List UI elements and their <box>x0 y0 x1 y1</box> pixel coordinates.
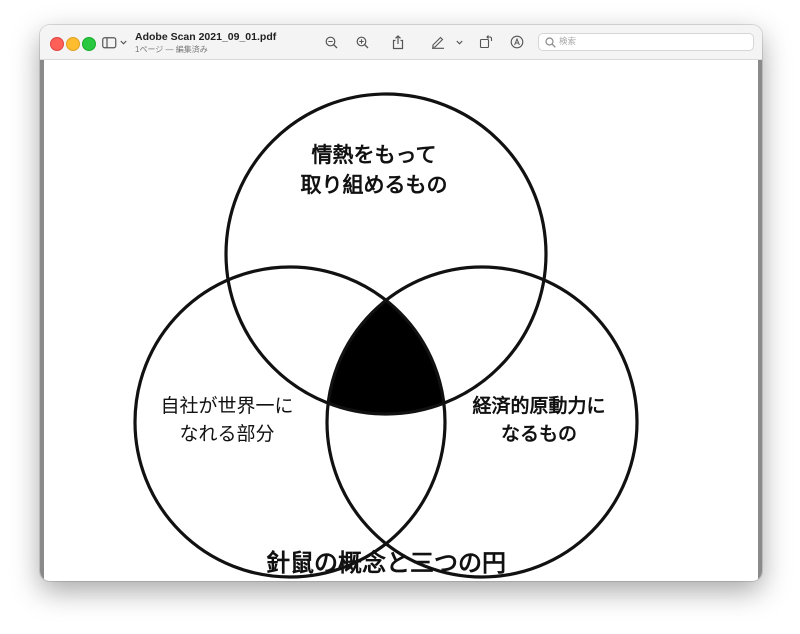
chevron-down-icon <box>455 40 463 45</box>
diagram-caption: 針鼠の概念と三つの円 <box>266 549 506 577</box>
left-circle <box>133 265 447 579</box>
maximize-window-button[interactable] <box>82 37 96 51</box>
right-circle-label-line1: 経済的原動力に <box>472 394 605 417</box>
top-circle-label-line1: 情熱をもって <box>312 143 437 167</box>
left-circle-label-line2: なれる部分 <box>179 423 274 445</box>
annotate-button[interactable] <box>509 34 525 50</box>
rotate-button[interactable] <box>478 34 494 50</box>
zoom-in-icon <box>356 36 368 48</box>
zoom-out-button[interactable] <box>323 34 339 50</box>
sidebar-toggle-button[interactable] <box>102 35 128 50</box>
preview-window: Adobe Scan 2021_09_01.pdf 1ページ — 編集済み <box>40 25 762 581</box>
zoom-out-icon <box>325 36 337 48</box>
pdf-page: 情熱をもって 取り組めるもの 自社が世界一に なれる部分 経済的原動力に なるも… <box>44 60 758 581</box>
search-input[interactable] <box>559 35 749 49</box>
share-button[interactable] <box>390 34 406 50</box>
right-circle <box>325 265 639 579</box>
search-field[interactable] <box>538 33 754 51</box>
top-circle-label-line2: 取り組めるもの <box>301 173 448 197</box>
document-viewport[interactable]: 情熱をもって 取り組めるもの 自社が世界一に なれる部分 経済的原動力に なるも… <box>40 60 762 581</box>
left-circle-label-line1: 自社が世界一に <box>160 395 293 417</box>
annotate-circle-icon <box>510 35 524 49</box>
markup-button[interactable] <box>430 34 446 50</box>
markup-pen-icon <box>432 36 444 49</box>
top-circle <box>224 92 548 416</box>
right-circle-label-line2: なるもの <box>501 423 577 445</box>
document-title-block: Adobe Scan 2021_09_01.pdf 1ページ — 編集済み <box>135 31 276 55</box>
minimize-window-button[interactable] <box>66 37 80 51</box>
chevron-down-icon <box>120 40 127 45</box>
venn-diagram: 情熱をもって 取り組めるもの 自社が世界一に なれる部分 経済的原動力に なるも… <box>133 92 639 579</box>
markup-menu-button[interactable] <box>454 34 464 50</box>
sidebar-toggle-icon <box>102 36 117 48</box>
search-icon <box>545 37 556 48</box>
title-bar: Adobe Scan 2021_09_01.pdf 1ページ — 編集済み <box>40 25 762 60</box>
document-title: Adobe Scan 2021_09_01.pdf <box>135 31 277 43</box>
zoom-in-button[interactable] <box>354 34 370 50</box>
rotate-icon <box>479 35 493 49</box>
share-icon <box>392 34 404 49</box>
document-subtitle: 1ページ — 編集済み <box>135 45 208 54</box>
close-window-button[interactable] <box>50 37 64 51</box>
